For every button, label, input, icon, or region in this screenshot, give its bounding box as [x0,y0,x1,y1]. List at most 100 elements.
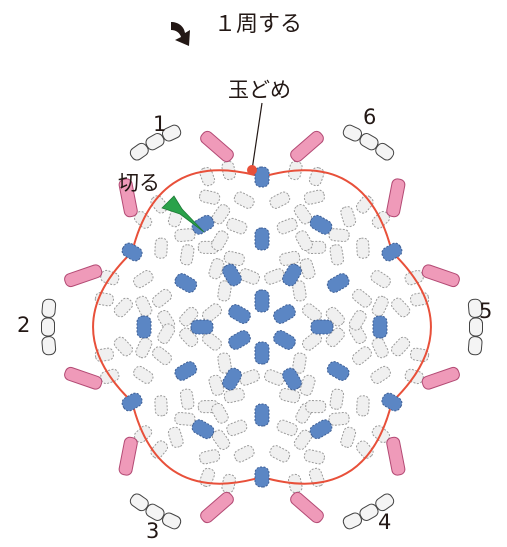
outer-grey-bead [467,298,483,318]
grey-bead [152,346,172,366]
blue-bead [273,304,296,324]
grey-bead [325,327,345,348]
grey-bead [135,337,153,359]
blue-bead [228,304,251,324]
outer-grey-bead [145,503,165,521]
blue-bead [309,214,333,235]
blue-bead [121,392,143,412]
outer-grey-bead [41,336,57,356]
grey-bead [370,270,391,289]
blue-bead [326,273,350,293]
grey-bead [217,280,232,302]
grey-bead [302,331,322,351]
grey-bead [154,395,168,417]
grey-bead [352,346,372,366]
blue-bead [381,392,403,412]
grey-bead [154,237,168,259]
blue-bead [372,315,388,339]
blue-bead [191,419,215,440]
grey-bead [348,310,367,331]
grey-bead [279,388,301,404]
grey-bead [308,167,325,187]
grey-bead [199,467,216,487]
blue-bead [174,273,198,293]
pink-bugle-bead [290,491,324,524]
grey-bead [390,297,411,318]
grey-bead [223,388,245,404]
grey-bead [113,336,134,357]
grey-bead [238,369,260,386]
grey-bead [133,365,154,384]
grey-bead [211,230,229,252]
outer-grey-bead [161,512,182,530]
grey-bead [238,268,260,285]
outer-grey-bead [41,317,55,337]
grey-bead [179,388,195,410]
blue-bead [254,466,270,488]
blue-bead [254,227,270,251]
blue-bead [190,319,214,335]
grey-bead [303,189,325,205]
grey-bead [305,400,327,414]
grey-bead [264,268,286,285]
grey-bead [135,295,153,317]
outer-grey-bead [161,124,182,142]
blue-bead [121,242,143,262]
grey-bead [370,365,391,384]
grey-bead [269,445,291,463]
grey-bead [208,374,225,396]
outer-grey-bead [342,512,363,530]
grey-bead [328,411,350,426]
pink-bugle-bead [200,130,234,163]
section-number-4: 4 [378,510,391,534]
cut-label: 切る [118,171,160,195]
blue-bead [326,361,350,381]
grey-bead [113,297,134,318]
blue-bead [136,315,152,339]
grey-bead [233,191,255,209]
grey-bead [390,336,411,357]
grey-bead [329,244,345,266]
pink-bugle-bead [118,436,138,476]
grey-bead [295,230,313,252]
header: １周する [171,12,302,46]
outer-grey-bead [129,493,149,512]
grey-bead [211,429,231,450]
grey-bead [371,337,389,359]
pink-bugle-bead [64,366,103,390]
grey-bead [299,374,316,396]
grey-bead [269,191,291,209]
blue-bead [254,166,270,188]
blue-bead [228,330,251,350]
grey-bead [328,228,350,243]
grey-bead [199,167,216,187]
grey-bead [276,217,298,235]
grey-bead [217,352,232,374]
outer-grey-bead [375,493,395,512]
grey-bead [152,288,172,308]
outer-grey-bead [359,133,379,151]
outer-grey-bead [469,317,483,337]
grey-bead [293,204,313,225]
grey-bead [174,411,196,426]
pink-bugle-bead [421,366,460,390]
grey-bead [133,270,154,289]
grey-bead [226,217,248,235]
section-number-6: 6 [363,105,376,129]
grey-bead [299,258,316,280]
grey-bead [202,331,222,351]
grey-bead [208,258,225,280]
grey-bead [276,419,298,437]
grey-bead [303,449,325,465]
blue-bead-layer [121,166,403,488]
grey-bead [302,303,322,323]
grey-bead [340,426,357,448]
grey-bead-layer [94,160,430,494]
grey-bead [308,467,325,487]
grey-bead [199,189,221,205]
blue-bead [273,330,296,350]
grey-bead [211,204,231,225]
blue-bead [309,419,333,440]
grey-bead [371,295,389,317]
